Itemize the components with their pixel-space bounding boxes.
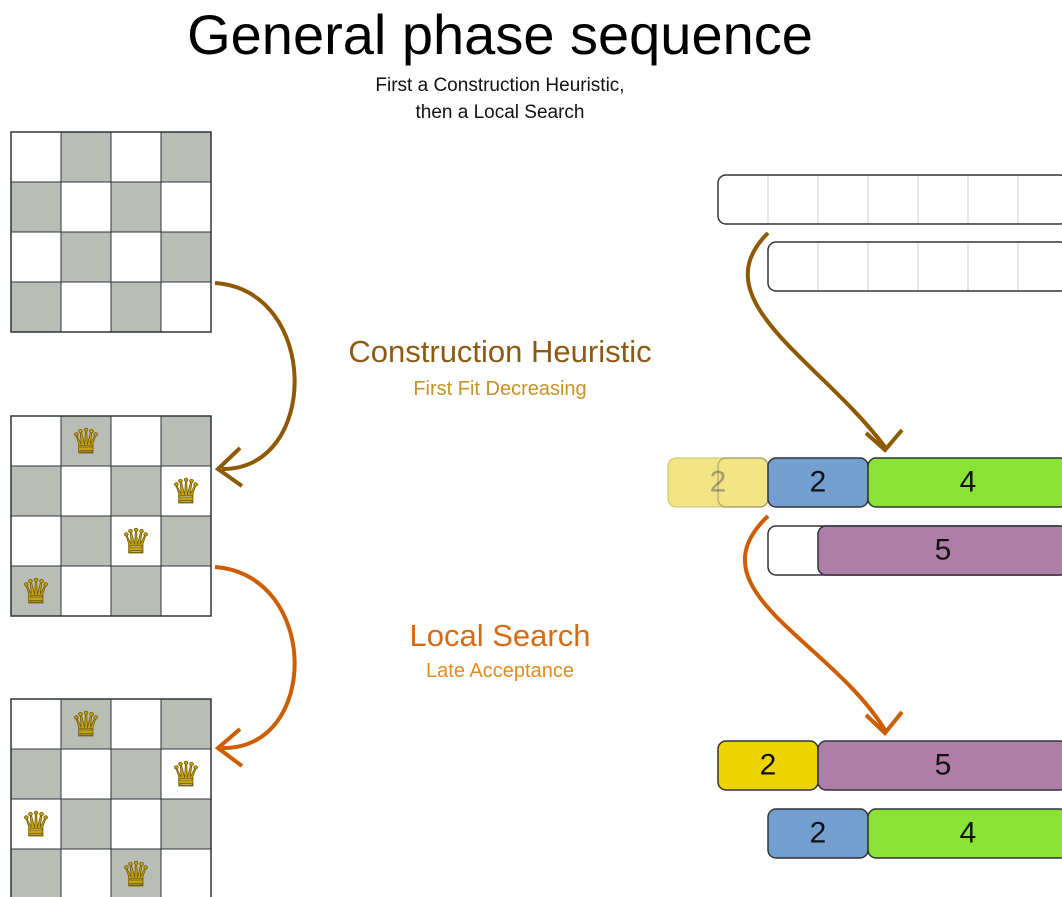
constructed-bin-1: 2 2 4 [667,457,1062,508]
construction-heuristic-title: Construction Heuristic [348,334,652,369]
local-search-arrowhead-right [864,710,904,736]
queen-crown-icon: ♛ [71,705,101,745]
construction-arrowhead-left [214,446,244,488]
board-cell [160,281,212,333]
queen-crown-icon: ♛ [71,422,101,462]
board-cell [10,465,62,517]
local-search-title: Local Search [409,618,591,653]
construction-arrow-right [745,231,887,449]
board-cell [110,465,162,517]
item-yellow-2-label: 2 [760,749,777,782]
subtitle-line-2: then a Local Search [415,102,585,123]
queen-crown-icon: ♛ [171,472,201,512]
board-cell [60,848,112,897]
empty-board [10,131,212,333]
board-cell [110,415,162,467]
item-green-4-label: 4 [960,466,977,499]
board-frame [10,131,212,333]
item-green-4-opt-label: 4 [960,817,977,850]
empty-bin-1 [717,174,1062,225]
board-cell [160,748,212,800]
item-green-4-opt [867,808,1062,859]
page-title: General phase sequence [187,3,813,66]
board-cell [10,131,62,183]
board-cell [110,281,162,333]
board-cell [160,181,212,233]
board-cell [10,698,62,750]
empty-bin-2 [767,241,1062,292]
board-cell [160,515,212,567]
optimized-board: ♛ ♛ ♛ ♛ [10,698,212,897]
local-search-arrow-left [214,565,297,751]
board-cell [60,748,112,800]
board-cell [10,848,62,897]
queen-crown-icon: ♛ [121,855,151,895]
board-cell [160,231,212,283]
board-cell [60,515,112,567]
subtitle: First a Construction Heuristic, then a L… [0,72,1000,126]
board-cell [110,515,162,567]
board-frame [10,698,212,897]
item-blue-2-opt-label: 2 [810,817,827,850]
board-cell [60,181,112,233]
board-cell [110,131,162,183]
item-green-4 [867,457,1062,508]
board-cell [110,698,162,750]
board-cell [60,698,112,750]
board-cell [160,798,212,850]
local-search-arrowhead-left [214,727,244,768]
board-cell [60,131,112,183]
local-search-arrow-right [742,514,887,732]
board-cell [60,231,112,283]
queen-crown-icon: ♛ [171,755,201,795]
constructed-board: ♛ ♛ ♛ ♛ [10,415,212,617]
board-cell [60,465,112,517]
board-cell [60,798,112,850]
board-cell [160,698,212,750]
board-cell [110,181,162,233]
board-cell [10,181,62,233]
item-purple-5-label: 5 [935,534,952,567]
construction-heuristic-algorithm: First Fit Decreasing [413,378,587,400]
optimized-bin-1: 2 5 [717,740,1062,791]
board-cell [160,131,212,183]
item-purple-5 [817,525,1062,576]
board-cell [10,748,62,800]
local-search-algorithm: Late Acceptance [426,660,574,682]
board-cell [60,281,112,333]
board-cell [10,281,62,333]
board-frame [10,415,212,617]
board-cell [10,415,62,467]
queen-crown-icon: ♛ [121,522,151,562]
constructed-bin-2: 5 [767,525,1062,576]
board-cell [160,415,212,467]
board-cell [160,565,212,617]
construction-arrowhead-right [864,428,904,453]
board-cell [10,798,62,850]
item-purple-5-opt-label: 5 [935,749,952,782]
construction-arrow-left [214,281,297,472]
board-cell [160,848,212,897]
subtitle-line-1: First a Construction Heuristic, [375,75,625,96]
ghost-item-2-label: 2 [710,466,727,499]
board-cell [110,748,162,800]
optimized-bin-2: 2 4 [767,808,1062,859]
board-cell [110,565,162,617]
item-purple-5-opt [817,740,1062,791]
queen-crown-icon: ♛ [21,805,51,845]
board-cell [110,231,162,283]
board-cell [60,415,112,467]
queen-crown-icon: ♛ [21,572,51,612]
board-cell [60,565,112,617]
board-cell [110,798,162,850]
board-cell [10,515,62,567]
board-cell [10,231,62,283]
item-blue-2-label: 2 [810,466,827,499]
